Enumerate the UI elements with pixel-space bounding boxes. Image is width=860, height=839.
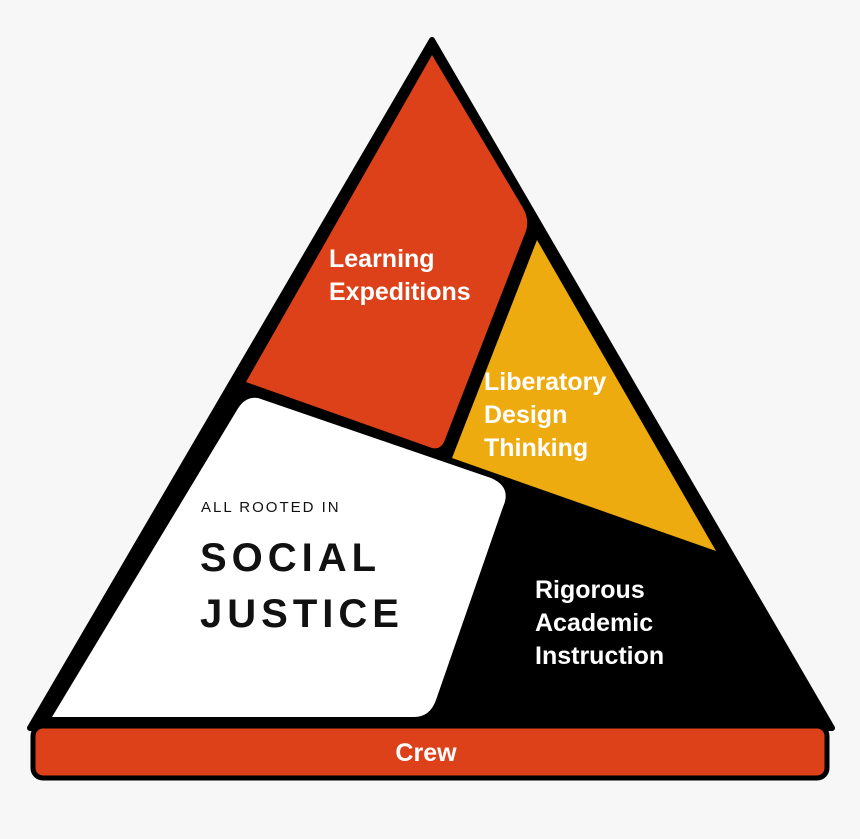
liberatory-design-line1: Liberatory bbox=[484, 368, 607, 396]
root-title-line1: SOCIAL bbox=[200, 536, 382, 580]
root-title-line2: JUSTICE bbox=[200, 592, 404, 636]
rigorous-instruction-line2: Academic bbox=[535, 609, 654, 637]
liberatory-design-line3: Thinking bbox=[484, 434, 589, 462]
root-caption: ALL ROOTED IN bbox=[201, 499, 341, 516]
rigorous-instruction-line3: Instruction bbox=[535, 642, 665, 670]
learning-expeditions-segment bbox=[246, 55, 528, 449]
root-title: SOCIAL JUSTICE bbox=[200, 530, 404, 642]
crew-label: Crew bbox=[395, 739, 457, 767]
rigorous-instruction-label: Rigorous Academic Instruction bbox=[535, 574, 664, 673]
liberatory-design-label: Liberatory Design Thinking bbox=[484, 366, 606, 465]
learning-expeditions-line2: Expeditions bbox=[329, 278, 471, 306]
rigorous-instruction-line1: Rigorous bbox=[535, 576, 645, 604]
liberatory-design-line2: Design bbox=[484, 401, 568, 429]
liberatory-design-segment bbox=[452, 240, 716, 551]
crew-base-bar bbox=[30, 723, 830, 781]
social-justice-segment bbox=[52, 397, 506, 717]
learning-expeditions-line1: Learning bbox=[329, 245, 435, 273]
learning-expeditions-label: Learning Expeditions bbox=[329, 243, 471, 309]
